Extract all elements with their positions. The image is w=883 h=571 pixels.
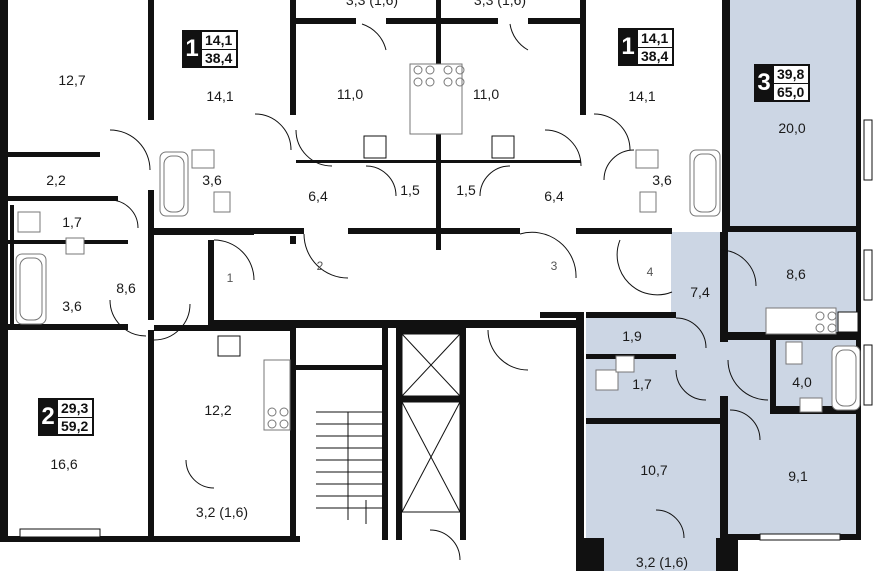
living-area: 39,8 (774, 66, 808, 84)
room-area-label: 8,6 (116, 280, 136, 296)
room-area-label: 12,7 (58, 72, 86, 88)
room-area-label: 11,0 (472, 86, 500, 102)
room-area-label: 3,6 (202, 172, 222, 188)
total-area: 38,4 (205, 50, 233, 66)
entrance-number: 4 (646, 265, 654, 279)
apartment-badge: 2 29,3 59,2 (38, 398, 94, 436)
room-area-label: 6,4 (544, 188, 564, 204)
room-count: 1 (618, 28, 638, 66)
room-area-label: 3,2 (1,6) (195, 504, 249, 520)
room-area-label: 3,6 (62, 298, 82, 314)
room-area-label: 1,5 (456, 182, 476, 198)
living-area: 29,3 (58, 400, 92, 418)
stairs (316, 411, 382, 524)
room-area-label: 3,3 (1,6) (473, 0, 527, 8)
room-area-label: 3,2 (1,6) (635, 554, 689, 570)
room-area-label: 9,1 (788, 468, 808, 484)
room-count: 3 (754, 64, 774, 102)
doors (109, 23, 769, 561)
room-area-label: 2,2 (46, 172, 66, 188)
room-area-label: 20,0 (778, 120, 806, 136)
room-count: 1 (182, 30, 202, 68)
entrance-number: 3 (550, 259, 558, 273)
apartment-badge: 1 14,1 38,4 (618, 28, 674, 66)
total-area: 59,2 (61, 418, 89, 434)
vent-marks (217, 135, 859, 357)
windows (19, 119, 873, 541)
room-area-label: 14,1 (206, 88, 234, 104)
room-area-label: 1,9 (622, 328, 642, 344)
room-area-label: 1,5 (400, 182, 420, 198)
living-area: 14,1 (202, 32, 236, 50)
room-count: 2 (38, 398, 58, 436)
apartment-badge: 1 14,1 38,4 (182, 30, 238, 68)
entrance-number: 2 (316, 259, 324, 273)
room-area-label: 4,0 (792, 374, 812, 390)
fixtures (15, 63, 861, 431)
apartment-3-highlight (586, 0, 861, 571)
elevators (401, 333, 461, 513)
total-area: 38,4 (641, 48, 669, 64)
room-area-label: 11,0 (336, 86, 364, 102)
living-area: 14,1 (638, 30, 672, 48)
room-area-label: 10,7 (640, 462, 668, 478)
room-area-label: 1,7 (632, 376, 652, 392)
room-area-label: 6,4 (308, 188, 328, 204)
room-area-label: 3,6 (652, 172, 672, 188)
stove-burners (267, 65, 837, 429)
total-area: 65,0 (777, 84, 805, 100)
room-area-label: 16,6 (50, 456, 78, 472)
room-area-label: 8,6 (786, 266, 806, 282)
room-area-label: 14,1 (628, 88, 656, 104)
apartment-badge: 3 39,8 65,0 (754, 64, 810, 102)
room-area-label: 7,4 (690, 284, 710, 300)
room-area-label: 3,3 (1,6) (345, 0, 399, 8)
room-area-label: 1,7 (62, 214, 82, 230)
room-area-label: 12,2 (204, 402, 232, 418)
entrance-number: 1 (226, 271, 234, 285)
